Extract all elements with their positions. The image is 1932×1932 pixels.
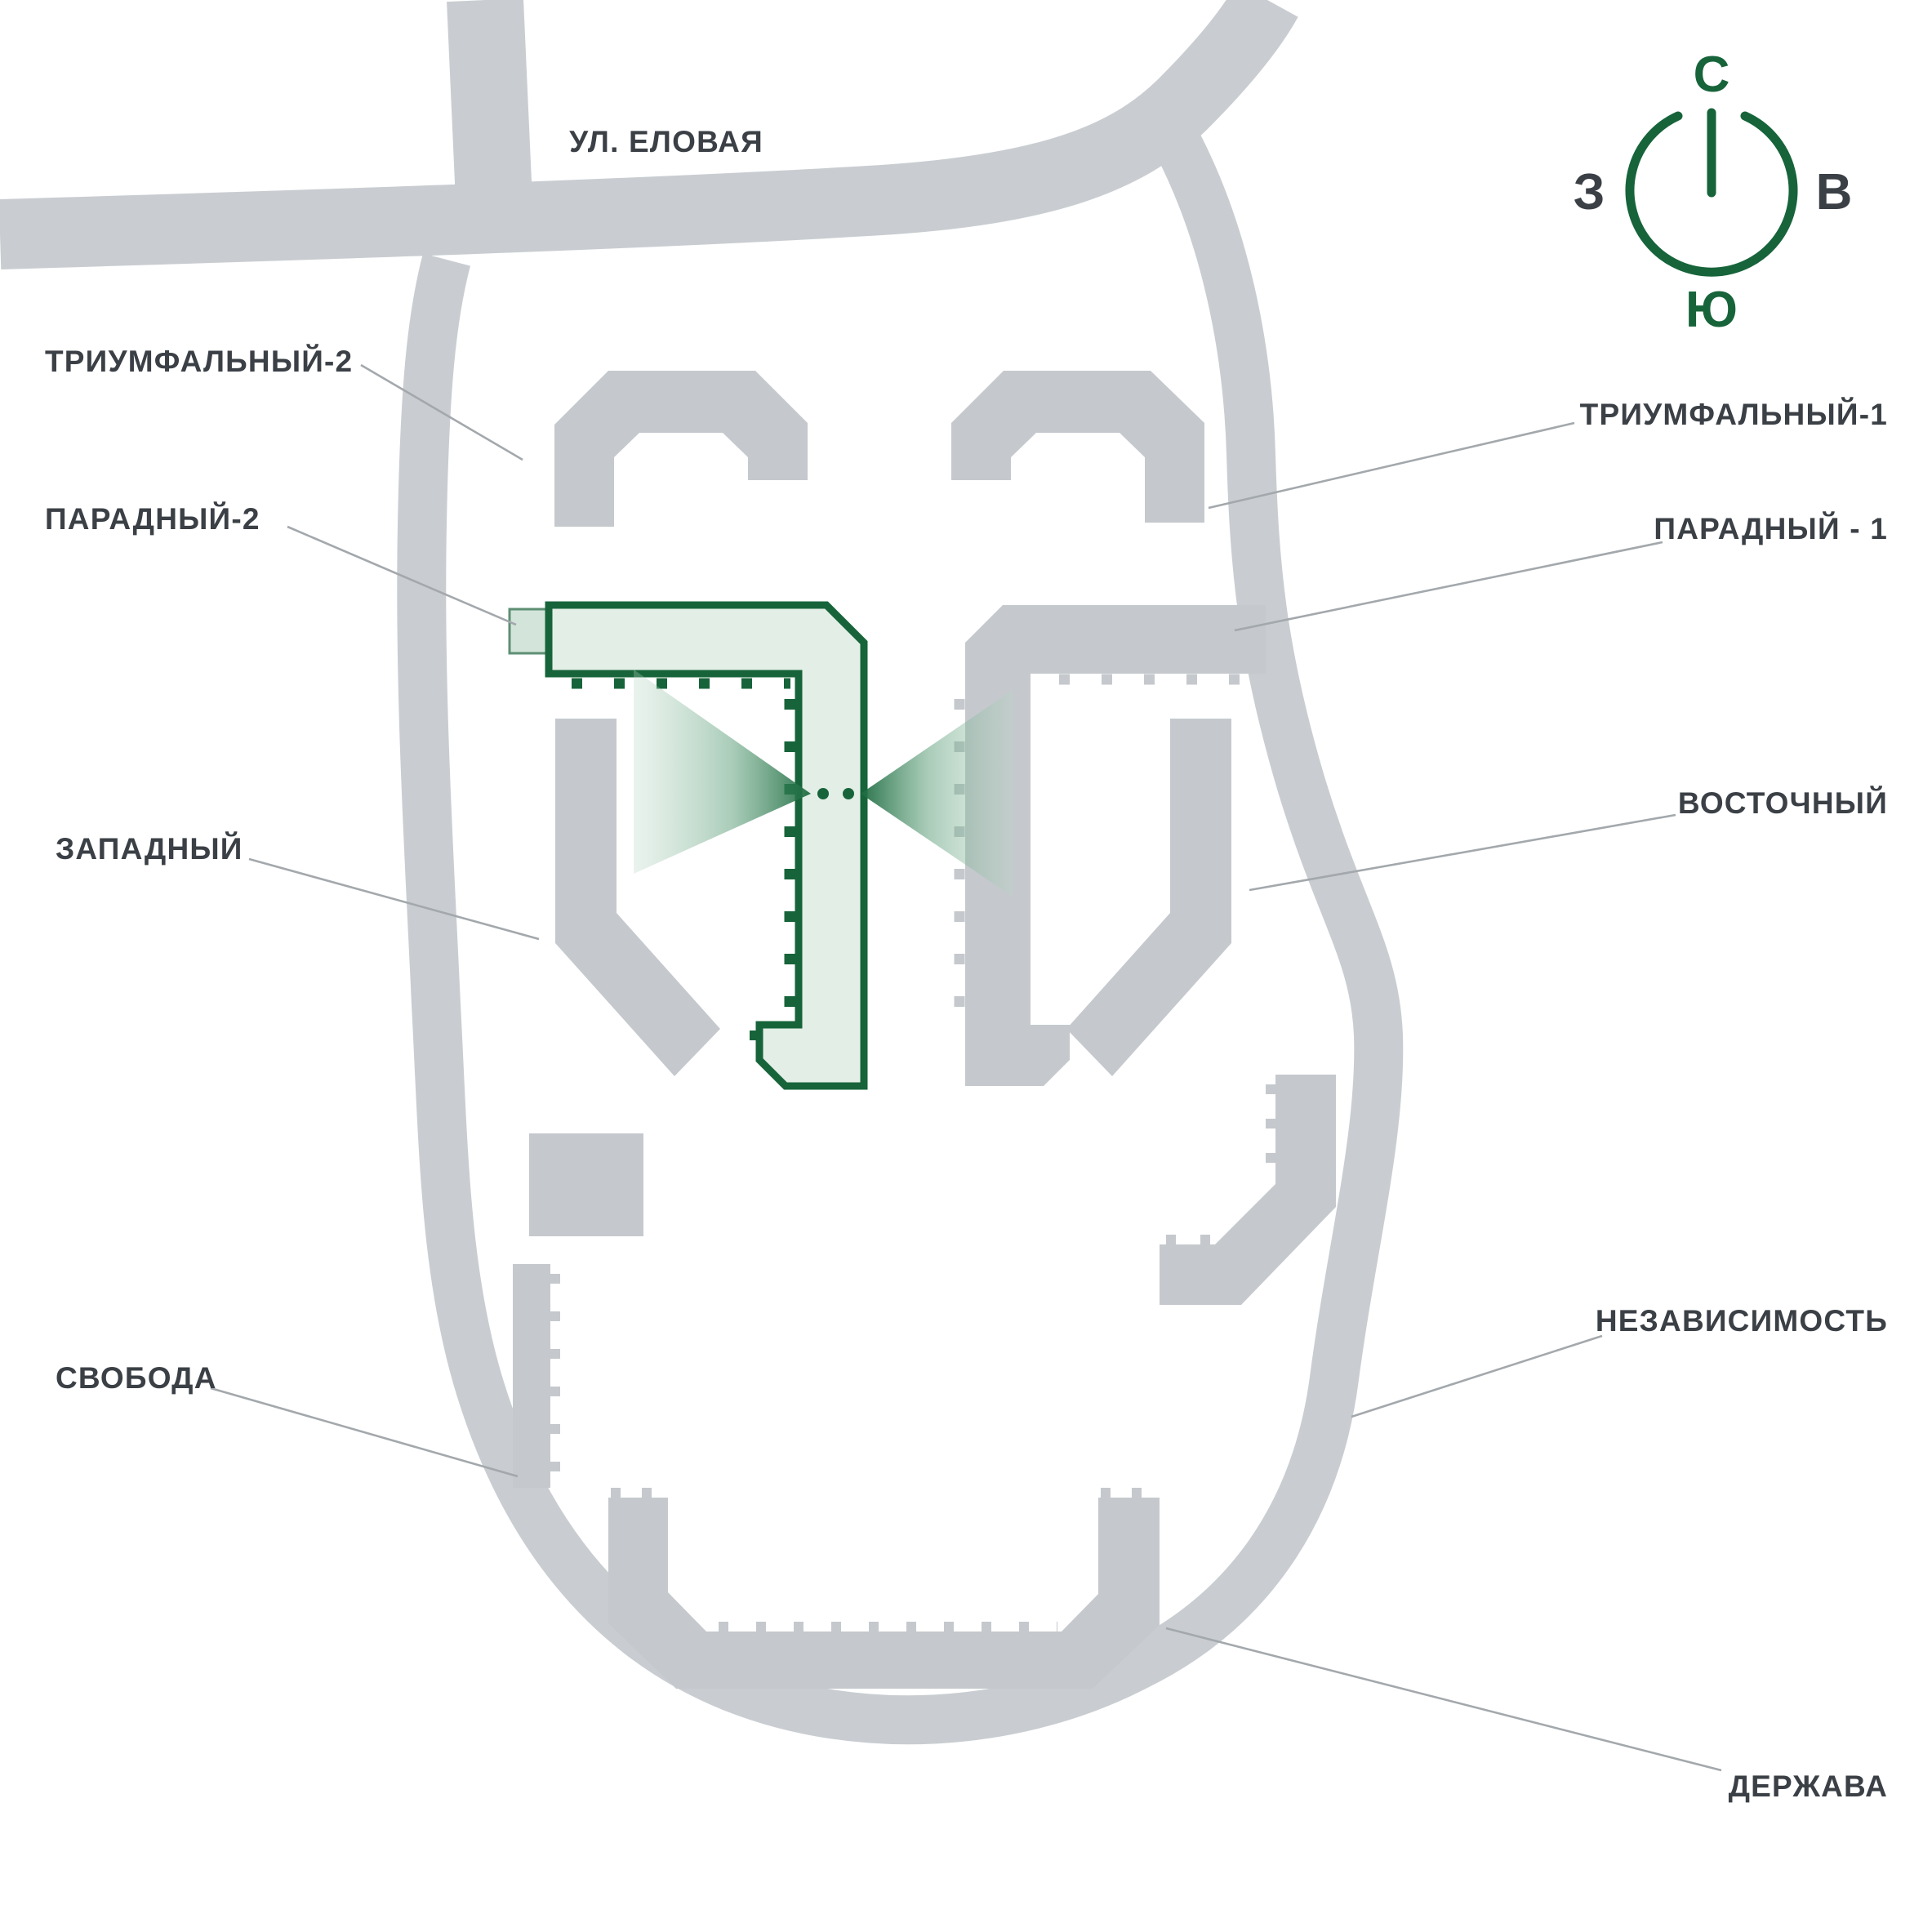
view-cone-west: [634, 670, 811, 874]
road-elovaya: [0, 0, 1298, 269]
label-paradny1[interactable]: ПАРАДНЫЙ - 1: [1654, 511, 1888, 545]
leader-svoboda: [210, 1387, 519, 1478]
leader-paradny1: [1234, 541, 1663, 632]
label-vostochny[interactable]: ВОСТОЧНЫЙ: [1678, 786, 1888, 820]
building-paradny2-shape[interactable]: [545, 601, 868, 1090]
building-vostochny-shape[interactable]: [1066, 719, 1231, 1076]
view-cones: [634, 670, 1013, 897]
building-nezavisimost-shape[interactable]: [1160, 1075, 1336, 1305]
building-triumfalny1-shape[interactable]: [951, 371, 1204, 523]
building-nezavisimost[interactable]: [1160, 1075, 1336, 1305]
parking-block: [529, 1133, 643, 1236]
leader-nezavisimost: [1351, 1334, 1603, 1418]
compass-east: В: [1816, 164, 1853, 220]
leader-lines: [210, 363, 1722, 1772]
building-zapadny-shape[interactable]: [555, 719, 720, 1076]
building-triumfalny2-shape[interactable]: [554, 371, 808, 527]
leader-zapadny: [248, 857, 540, 941]
view-point-east: [843, 788, 854, 799]
building-paradny2-annex[interactable]: [508, 608, 550, 655]
building-paradny2-teeth: [572, 678, 795, 1060]
view-cone-east: [861, 690, 1013, 897]
leader-triumfalny1: [1208, 421, 1575, 510]
compass-north: С: [1694, 47, 1730, 103]
street-label: УЛ. ЕЛОВАЯ: [569, 125, 763, 158]
road-top-left-stub: [447, 0, 534, 239]
label-triumfalny2[interactable]: ТРИУМФАЛЬНЫЙ-2: [45, 344, 353, 378]
compass-west: З: [1574, 164, 1605, 220]
building-derzhava-shape[interactable]: [608, 1498, 1160, 1689]
compass-circle: [1625, 111, 1798, 277]
building-derzhava-teeth: [611, 1488, 1156, 1632]
label-paradny2[interactable]: ПАРАДНЫЙ-2: [45, 501, 260, 536]
label-nezavisimost[interactable]: НЕЗАВИСИМОСТЬ: [1596, 1304, 1888, 1338]
leader-vostochny: [1249, 813, 1676, 892]
leader-derzhava: [1165, 1627, 1722, 1772]
label-derzhava[interactable]: ДЕРЖАВА: [1729, 1770, 1888, 1803]
building-nezavisimost-teeth: [1166, 1084, 1275, 1244]
building-paradny1-shape[interactable]: [965, 605, 1266, 1086]
labels: УЛ. ЕЛОВАЯ ТРИУМФАЛЬНЫЙ-2 ПАРАДНЫЙ-2 ЗАП…: [45, 125, 1888, 1803]
building-paradny2[interactable]: [508, 601, 1013, 1090]
compass: С Ю З В: [1574, 47, 1853, 338]
building-derzhava[interactable]: [608, 1488, 1160, 1689]
label-svoboda[interactable]: СВОБОДА: [56, 1361, 217, 1395]
label-zapadny[interactable]: ЗАПАДНЫЙ: [56, 831, 243, 866]
compass-south: Ю: [1685, 282, 1738, 338]
leader-triumfalny2: [360, 363, 523, 461]
buildings-gray: [513, 371, 1336, 1689]
view-point-west: [817, 788, 829, 799]
building-svoboda-shape[interactable]: [513, 1264, 550, 1488]
building-svoboda[interactable]: [513, 1264, 560, 1488]
label-triumfalny1[interactable]: ТРИУМФАЛЬНЫЙ-1: [1580, 397, 1888, 431]
leader-paradny2: [287, 525, 517, 626]
